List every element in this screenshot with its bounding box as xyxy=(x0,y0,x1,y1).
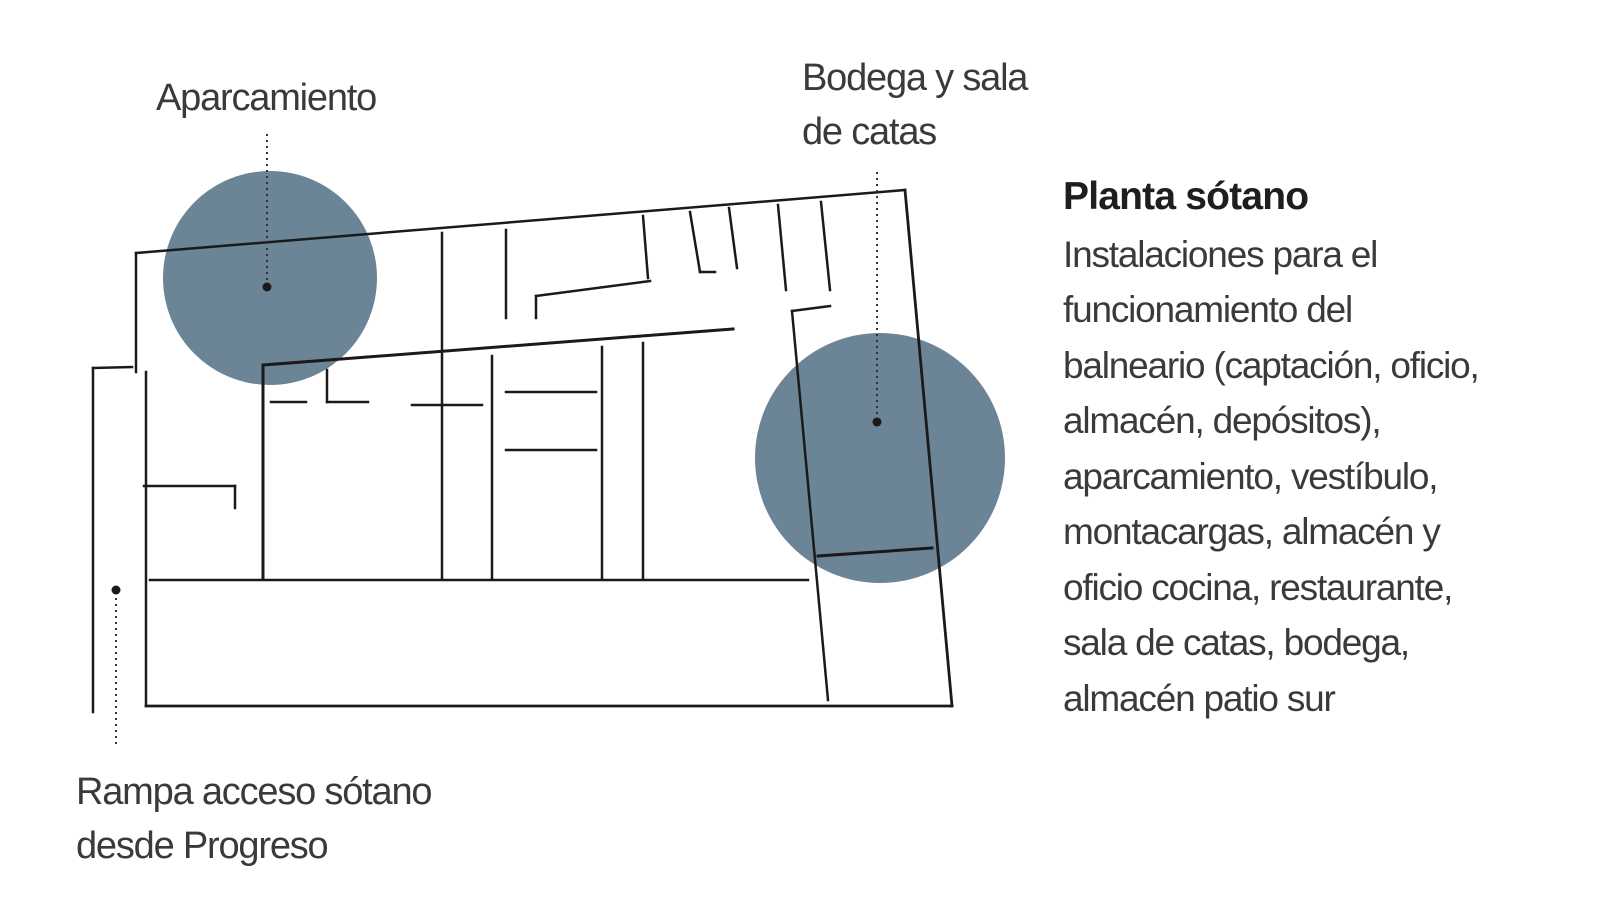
description-line: funcionamiento del xyxy=(1063,289,1353,330)
description-line: montacargas, almacén y xyxy=(1063,511,1441,552)
description-line: balneario (captación, oficio, xyxy=(1063,344,1480,386)
floor-info-panel: Planta sótano Instalaciones para el func… xyxy=(1063,168,1583,726)
floor-description: Instalaciones para el funcionamiento del… xyxy=(1063,227,1583,727)
description-line: Instalaciones para el xyxy=(1063,233,1378,275)
description-line: sala de catas, bodega, xyxy=(1063,622,1410,663)
description-line: aparcamiento, vestíbulo, xyxy=(1063,455,1439,497)
description-line: almacén patio sur xyxy=(1063,677,1336,719)
description-line: oficio cocina, restaurante, xyxy=(1063,566,1453,608)
floor-plan-walls xyxy=(91,188,954,714)
description-line: almacén, depósitos), xyxy=(1063,400,1382,441)
parking-callout-label: Aparcamiento xyxy=(156,77,377,119)
bodega-highlight-circle xyxy=(755,333,1005,583)
callout-leaders xyxy=(111,134,882,745)
parking-highlight-circle xyxy=(163,171,377,385)
rampa-leader-dot xyxy=(111,585,121,595)
ramp-callout-label: Rampa acceso sótano desde Progreso xyxy=(76,771,433,867)
parking-leader-dot xyxy=(262,282,272,292)
bodega-callout-label: Bodega y sala de catas xyxy=(802,57,1028,153)
bodega-leader-dot xyxy=(872,417,882,427)
floor-title: Planta sótano xyxy=(1063,175,1309,218)
